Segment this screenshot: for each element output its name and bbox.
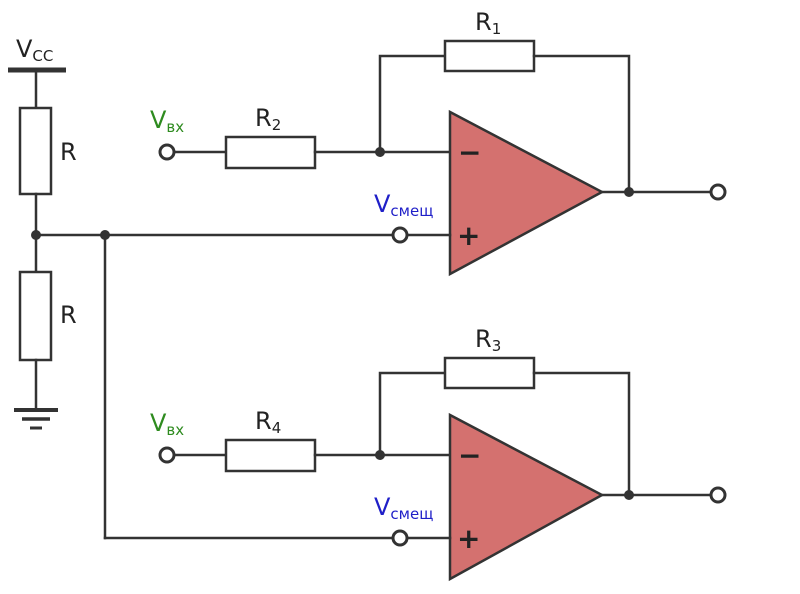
- wire-feedback2-right: [532, 371, 631, 497]
- opamp-upper-plus: +: [457, 219, 480, 252]
- junction-dot-out1: [624, 187, 634, 197]
- opamp-lower-minus: −: [458, 439, 481, 472]
- resistor-r1: [443, 39, 536, 73]
- vbias2-label: Vсмещ: [374, 493, 433, 523]
- resistor-r4: [224, 438, 317, 473]
- opamp-upper-minus: −: [458, 136, 481, 169]
- output2-terminal: [709, 486, 727, 504]
- vbias1-terminal: [391, 226, 409, 244]
- junction-dot-divider: [31, 230, 41, 240]
- resistor-r3: [443, 356, 536, 390]
- resistor-r3-label: R3: [475, 325, 501, 355]
- resistor-r2: [224, 135, 317, 170]
- output1-terminal: [709, 183, 727, 201]
- junction-dot-bias: [100, 230, 110, 240]
- opamp-upper: [448, 109, 605, 277]
- wire-feedback1-left: [378, 54, 447, 154]
- vin1-terminal: [158, 143, 176, 161]
- resistor-r2-label: R2: [255, 104, 281, 134]
- resistor-r-bottom-label: R: [60, 301, 77, 329]
- resistor-r-top-label: R: [60, 138, 77, 166]
- opamp-lower-plus: +: [457, 522, 480, 555]
- resistor-r1-label: R1: [475, 8, 501, 38]
- wire-feedback2-left: [378, 371, 447, 457]
- vin2-terminal: [158, 446, 176, 464]
- wire-feedback1-right: [532, 54, 631, 194]
- vbias1-label: Vсмещ: [374, 190, 433, 220]
- resistor-r4-label: R4: [255, 407, 281, 437]
- vcc-label: VCC: [16, 35, 53, 65]
- ground-icon: [14, 408, 58, 430]
- vin1-label: Vвх: [150, 106, 184, 136]
- resistor-r-top: [18, 106, 53, 196]
- vin2-label: Vвх: [150, 409, 184, 439]
- vbias2-terminal: [391, 529, 409, 547]
- opamp-lower: [448, 412, 605, 582]
- resistor-r-bottom: [18, 270, 53, 362]
- junction-dot-out2: [624, 490, 634, 500]
